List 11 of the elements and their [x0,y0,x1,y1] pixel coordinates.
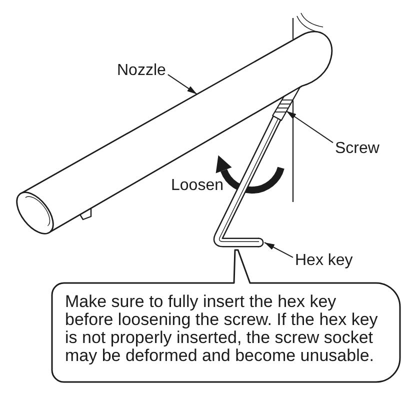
screw [272,86,301,121]
part-label: Nozzle [117,62,166,80]
callout-bubble [51,249,402,384]
part-label: Screw [335,140,380,158]
part-label: Hex key [295,252,353,270]
direction-label: Loosen [171,177,224,195]
leader-line [167,74,198,95]
leader-line [264,242,294,258]
warning-text: Make sure to fully insert the hex key before loosening the screw. If the hex key is not properly inserted, the screw socket may be deformed and become unusable. [65,293,379,365]
nozzle [16,30,333,234]
leader-line [286,110,334,144]
